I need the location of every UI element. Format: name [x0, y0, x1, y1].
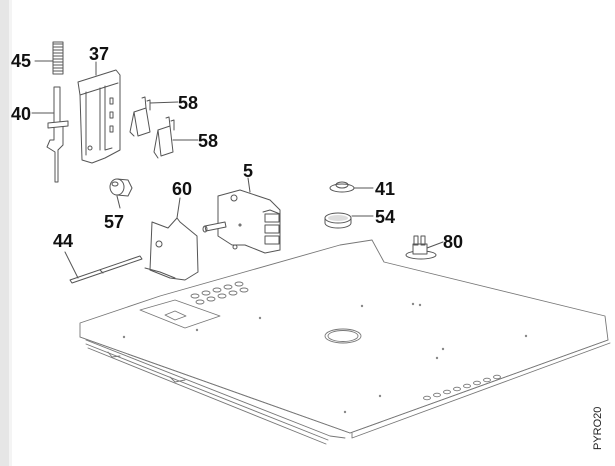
part-37-bracket	[77, 61, 121, 164]
part-57-bushing	[109, 178, 133, 209]
part-60-bracket	[144, 197, 199, 281]
callout-57: 57	[104, 212, 125, 232]
callout-40: 40	[11, 104, 32, 124]
left-edge-strip	[0, 0, 9, 466]
top-plate	[79, 239, 611, 445]
part-40-rod	[31, 86, 69, 183]
part-58-switch-lower	[153, 116, 199, 159]
left-edge-strip-light	[9, 0, 12, 466]
part-5-motor	[202, 177, 281, 254]
part-41-grommet	[329, 181, 374, 193]
part-44-shaft	[64, 251, 143, 284]
part-45-spring	[34, 41, 64, 75]
drawing-code: PYRO20	[592, 406, 604, 450]
part-58-switch-upper	[129, 96, 179, 137]
callout-37: 37	[89, 44, 110, 64]
part-80-thermostat	[405, 235, 444, 260]
callout-54: 54	[375, 207, 396, 227]
callout-45: 45	[11, 51, 32, 71]
callout-60: 60	[172, 179, 193, 199]
callout-41: 41	[375, 179, 396, 199]
callout-5: 5	[243, 161, 254, 181]
callout-58-lower: 58	[198, 131, 219, 151]
callout-80: 80	[443, 232, 464, 252]
callout-58-upper: 58	[178, 93, 199, 113]
part-54-cap	[324, 212, 374, 229]
callout-44: 44	[53, 231, 74, 251]
